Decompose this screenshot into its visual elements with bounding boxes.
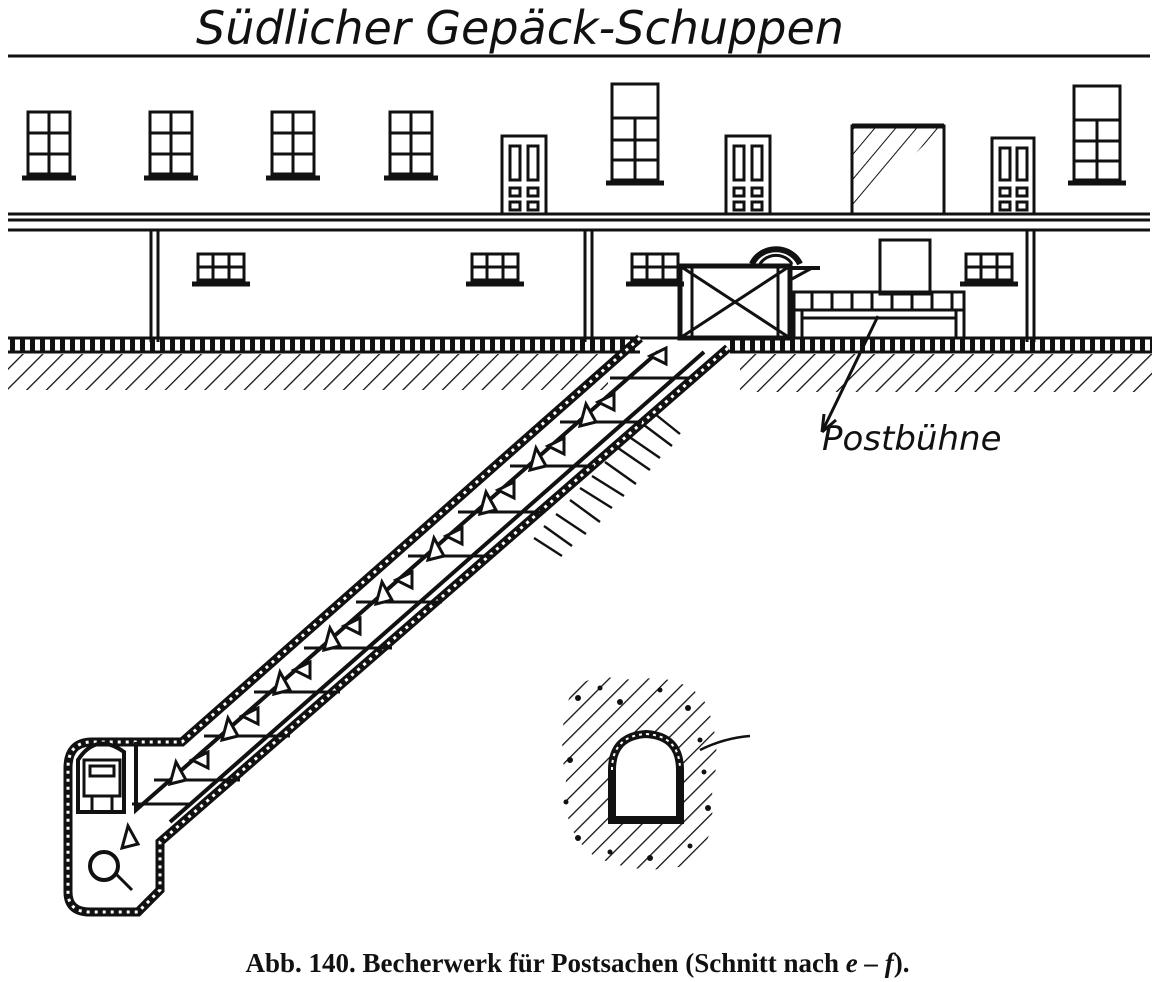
mail-cart xyxy=(82,758,122,798)
post-platform xyxy=(792,290,966,338)
window-upper-4 xyxy=(384,110,438,181)
window-lower-2 xyxy=(466,252,524,287)
figure-caption: Abb. 140. Becherwerk für Postsachen (Sch… xyxy=(0,948,1155,979)
conveyor-buckets xyxy=(119,345,690,851)
caption-suffix: ). xyxy=(893,948,910,978)
window-lower-4 xyxy=(960,252,1018,287)
columns xyxy=(149,230,1036,342)
window-lower-1 xyxy=(192,252,250,287)
upper-windows xyxy=(22,82,1126,186)
floor-slab xyxy=(8,212,1150,232)
door-3 xyxy=(990,136,1036,216)
caption-prefix: Abb. 140. Becherwerk für Postsachen (Sch… xyxy=(245,948,846,978)
platform-pointer xyxy=(820,315,880,434)
tunnel-end xyxy=(76,741,134,892)
window-upper-1 xyxy=(22,110,76,181)
tunnel-cross-section xyxy=(562,677,751,870)
caption-section: e – f xyxy=(845,948,894,978)
ground-surface xyxy=(8,336,1152,392)
upper-doors xyxy=(500,134,1036,216)
window-upper-6 xyxy=(1068,84,1126,186)
bottom-pulley xyxy=(88,850,120,882)
label-postbuehne: Postbühne xyxy=(822,419,1002,459)
conveyor-head-frame xyxy=(677,246,820,341)
door-1 xyxy=(500,134,548,216)
window-upper-5 xyxy=(606,82,664,186)
lower-windows xyxy=(192,238,1018,296)
hatched-gate xyxy=(850,123,946,216)
lower-door-opening xyxy=(878,238,932,296)
shaft-soil-hatching xyxy=(533,409,681,558)
door-2 xyxy=(724,134,772,216)
tunnel-profile xyxy=(608,729,684,824)
diagram-title: Südlicher Gepäck-Schuppen xyxy=(196,1,844,55)
window-lower-3 xyxy=(626,252,684,287)
window-upper-2 xyxy=(144,110,198,181)
window-upper-3 xyxy=(266,110,320,181)
